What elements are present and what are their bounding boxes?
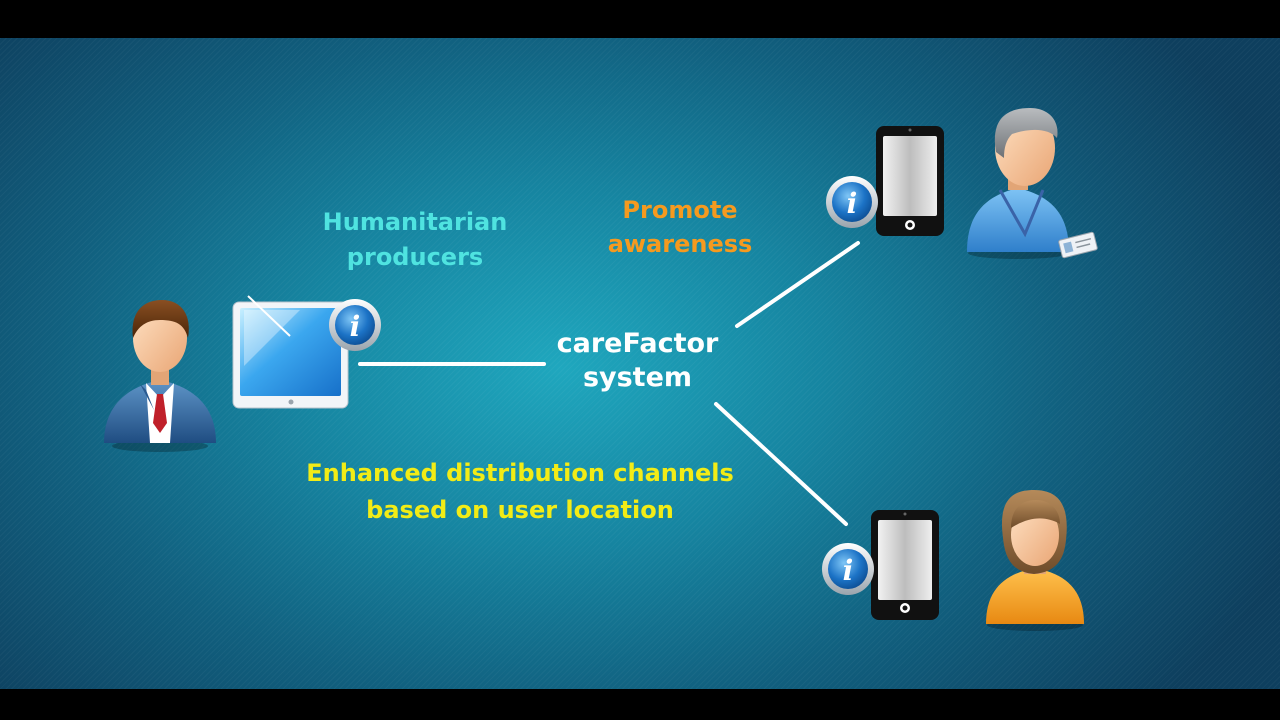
top-smartphone-icon xyxy=(876,126,944,236)
diagram-canvas: i i xyxy=(0,38,1280,689)
tablet-icon xyxy=(232,295,349,409)
enhanced-distribution-label: Enhanced distribution channels based on … xyxy=(300,455,740,529)
promote-label-line-1: Promote xyxy=(622,196,738,224)
svg-text:i: i xyxy=(843,554,854,587)
edge-system-to-bottom-user xyxy=(714,402,848,526)
svg-text:i: i xyxy=(350,310,361,343)
bottom-phone-info-icon: i xyxy=(822,543,874,595)
diagram-graphics: i i xyxy=(104,108,1098,631)
user-icon xyxy=(986,490,1084,631)
letterbox-top xyxy=(0,0,1280,38)
enhanced-label-line-2: based on user location xyxy=(366,496,674,524)
carefactor-system-label: careFactor system xyxy=(535,327,740,395)
edge-system-to-top-user xyxy=(735,241,860,328)
humanitarian-producers-label: Humanitarian producers xyxy=(310,205,520,275)
enhanced-label-line-1: Enhanced distribution channels xyxy=(306,459,734,487)
humanitarian-label-line-2: producers xyxy=(346,243,484,271)
staff-member-icon xyxy=(967,108,1098,259)
humanitarian-label-line-1: Humanitarian xyxy=(322,208,508,236)
center-label-line-1: careFactor xyxy=(556,328,719,359)
top-phone-info-icon: i xyxy=(826,176,878,228)
promote-label-line-2: awareness xyxy=(607,230,753,258)
businessman-icon xyxy=(104,300,216,452)
letterbox-bottom xyxy=(0,689,1280,720)
svg-text:i: i xyxy=(847,187,858,220)
tablet-info-icon: i xyxy=(329,299,381,351)
center-label-line-2: system xyxy=(582,362,693,393)
bottom-smartphone-icon xyxy=(871,510,939,620)
promote-awareness-label: Promote awareness xyxy=(595,193,765,261)
